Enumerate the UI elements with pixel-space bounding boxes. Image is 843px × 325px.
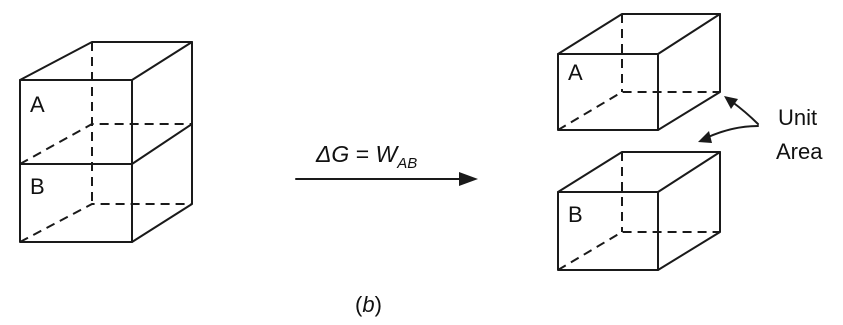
block-a-top-face [557, 13, 721, 55]
equation-delta-g: ΔG [315, 141, 349, 167]
block-a-right-side [657, 13, 721, 131]
caption-letter: b [362, 292, 374, 317]
caption-open-paren: ( [355, 292, 363, 317]
block-b-top-face [557, 151, 721, 193]
callout-arrowhead-a [724, 96, 738, 109]
stack-label-b: B [30, 174, 45, 199]
stack-hidden-bottom [19, 203, 192, 243]
equation: ΔG = WAB [315, 141, 417, 172]
block-a-hidden-bottom [557, 91, 720, 131]
separated-block-b: B [557, 151, 721, 271]
caption-close-paren: ) [375, 292, 382, 317]
equation-arrow-group: ΔG = WAB [295, 141, 478, 186]
block-b-label: B [568, 202, 583, 227]
block-b-hidden-bottom [557, 231, 720, 271]
process-arrowhead [459, 172, 478, 186]
stack-label-a: A [30, 92, 45, 117]
unit-area-line1: Unit [778, 105, 817, 130]
block-b-right-side [657, 151, 721, 271]
block-a-label: A [568, 60, 583, 85]
equation-equals: = [349, 141, 375, 167]
callout-arrowhead-b [698, 131, 712, 143]
stack-top-face [19, 41, 193, 81]
unit-area-line2: Area [776, 139, 823, 164]
unit-area-callout: Unit Area [698, 96, 823, 164]
callout-arrow-to-a [730, 100, 759, 125]
separated-block-a: A [557, 13, 721, 131]
equation-subscript: AB [396, 155, 417, 172]
stack-right-side [131, 41, 193, 243]
stack-interface-line [19, 123, 193, 165]
callout-arrow-to-b [705, 125, 759, 139]
stack-hidden-interface [19, 123, 192, 165]
equation-work: W [376, 141, 400, 167]
figure-caption: (b) [355, 292, 382, 317]
stacked-blocks: A B [19, 41, 193, 243]
